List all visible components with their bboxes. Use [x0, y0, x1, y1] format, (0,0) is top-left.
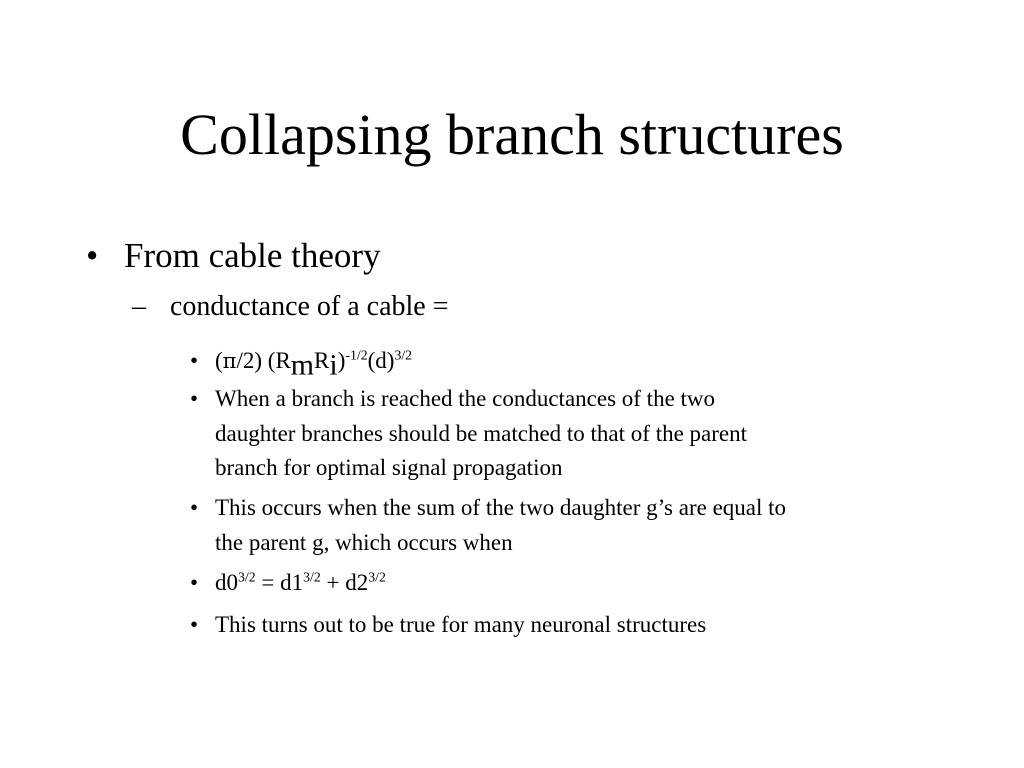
slide-title: Collapsing branch structures [180, 102, 844, 167]
bullet-marker: • [86, 236, 99, 275]
bullet-l2-conductance: – conductance of a cable = [0, 290, 1024, 324]
formula-part-a: /2) (R [236, 348, 291, 373]
bullet-marker: • [190, 495, 199, 520]
exponent-three-halves: 3/2 [394, 347, 413, 363]
subscript-m: m [290, 348, 315, 382]
bullet-marker: • [190, 348, 199, 373]
equation-term-d0: d0 [215, 570, 238, 595]
bullet-text-line: the parent g, which occurs when [215, 530, 513, 555]
bullet-marker: • [190, 386, 199, 411]
pi-symbol: π [222, 349, 237, 373]
formula-part-c: ) [337, 348, 346, 373]
bullet-marker: • [190, 570, 199, 595]
diameter-equation: d03/2 = d13/2 + d23/2 [215, 566, 386, 599]
exponent-three-halves: 3/2 [368, 569, 386, 585]
formula-part-b: R [314, 348, 330, 373]
bullet-text-line: branch for optimal signal propagation [215, 455, 563, 480]
bullet-l1-cable-theory: • From cable theory [0, 236, 1024, 276]
bullet-marker: • [190, 612, 199, 637]
formula-part-d: (d) [367, 348, 395, 373]
bullet-text: From cable theory [124, 236, 381, 275]
bullet-text-line: When a branch is reached the conductance… [215, 386, 716, 411]
bullet-l3-conclusion: • This turns out to be true for many neu… [0, 608, 1024, 642]
bullet-text: This turns out to be true for many neuro… [215, 612, 707, 637]
bullet-text: conductance of a cable = [170, 291, 449, 322]
bullet-l3-equation: • d03/2 = d13/2 + d23/2 [0, 566, 1024, 600]
subscript-i: i [329, 348, 338, 382]
equation-term-d1: = d1 [255, 570, 304, 595]
bullet-text-line: daughter branches should be matched to t… [215, 421, 748, 446]
equation-term-d2: + d2 [320, 570, 369, 595]
conductance-formula: (π/2) (RmRi)-1/2(d)3/2 [215, 344, 413, 380]
bullet-l3-sum: • This occurs when the sum of the two da… [0, 491, 1024, 559]
bullet-l3-branch: • When a branch is reached the conductan… [0, 382, 1024, 484]
dash-marker: – [132, 291, 146, 322]
bullet-text-line: This occurs when the sum of the two daug… [215, 495, 787, 520]
bullet-l3-formula: • (π/2) (RmRi)-1/2(d)3/2 [0, 344, 1024, 380]
exponent-neg-half: -1/2 [345, 347, 368, 363]
exponent-three-halves: 3/2 [303, 569, 321, 585]
exponent-three-halves: 3/2 [238, 569, 256, 585]
formula-open-paren: ( [215, 348, 223, 373]
